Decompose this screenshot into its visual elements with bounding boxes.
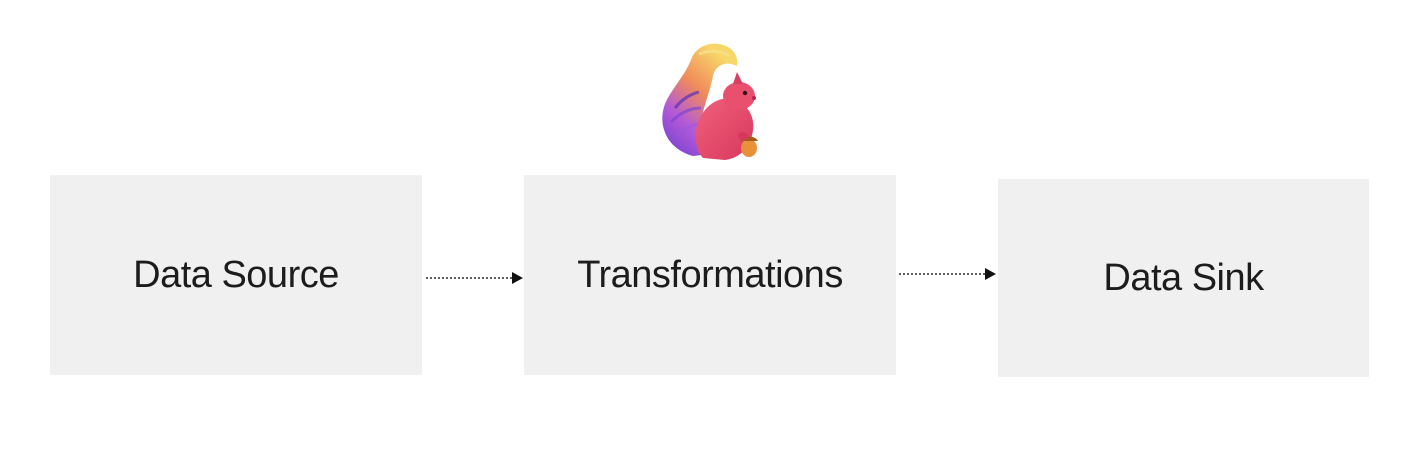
- data-source-label: Data Source: [133, 253, 339, 296]
- data-source-box: Data Source: [50, 175, 422, 375]
- transformations-label: Transformations: [577, 253, 843, 296]
- data-sink-label: Data Sink: [1103, 256, 1264, 299]
- transform-to-sink-arrow: [899, 268, 996, 280]
- transformations-box: Transformations: [524, 175, 896, 375]
- data-sink-box: Data Sink: [998, 179, 1369, 377]
- source-to-transform-arrow: [426, 272, 523, 284]
- squirrel-logo-icon: [655, 38, 765, 166]
